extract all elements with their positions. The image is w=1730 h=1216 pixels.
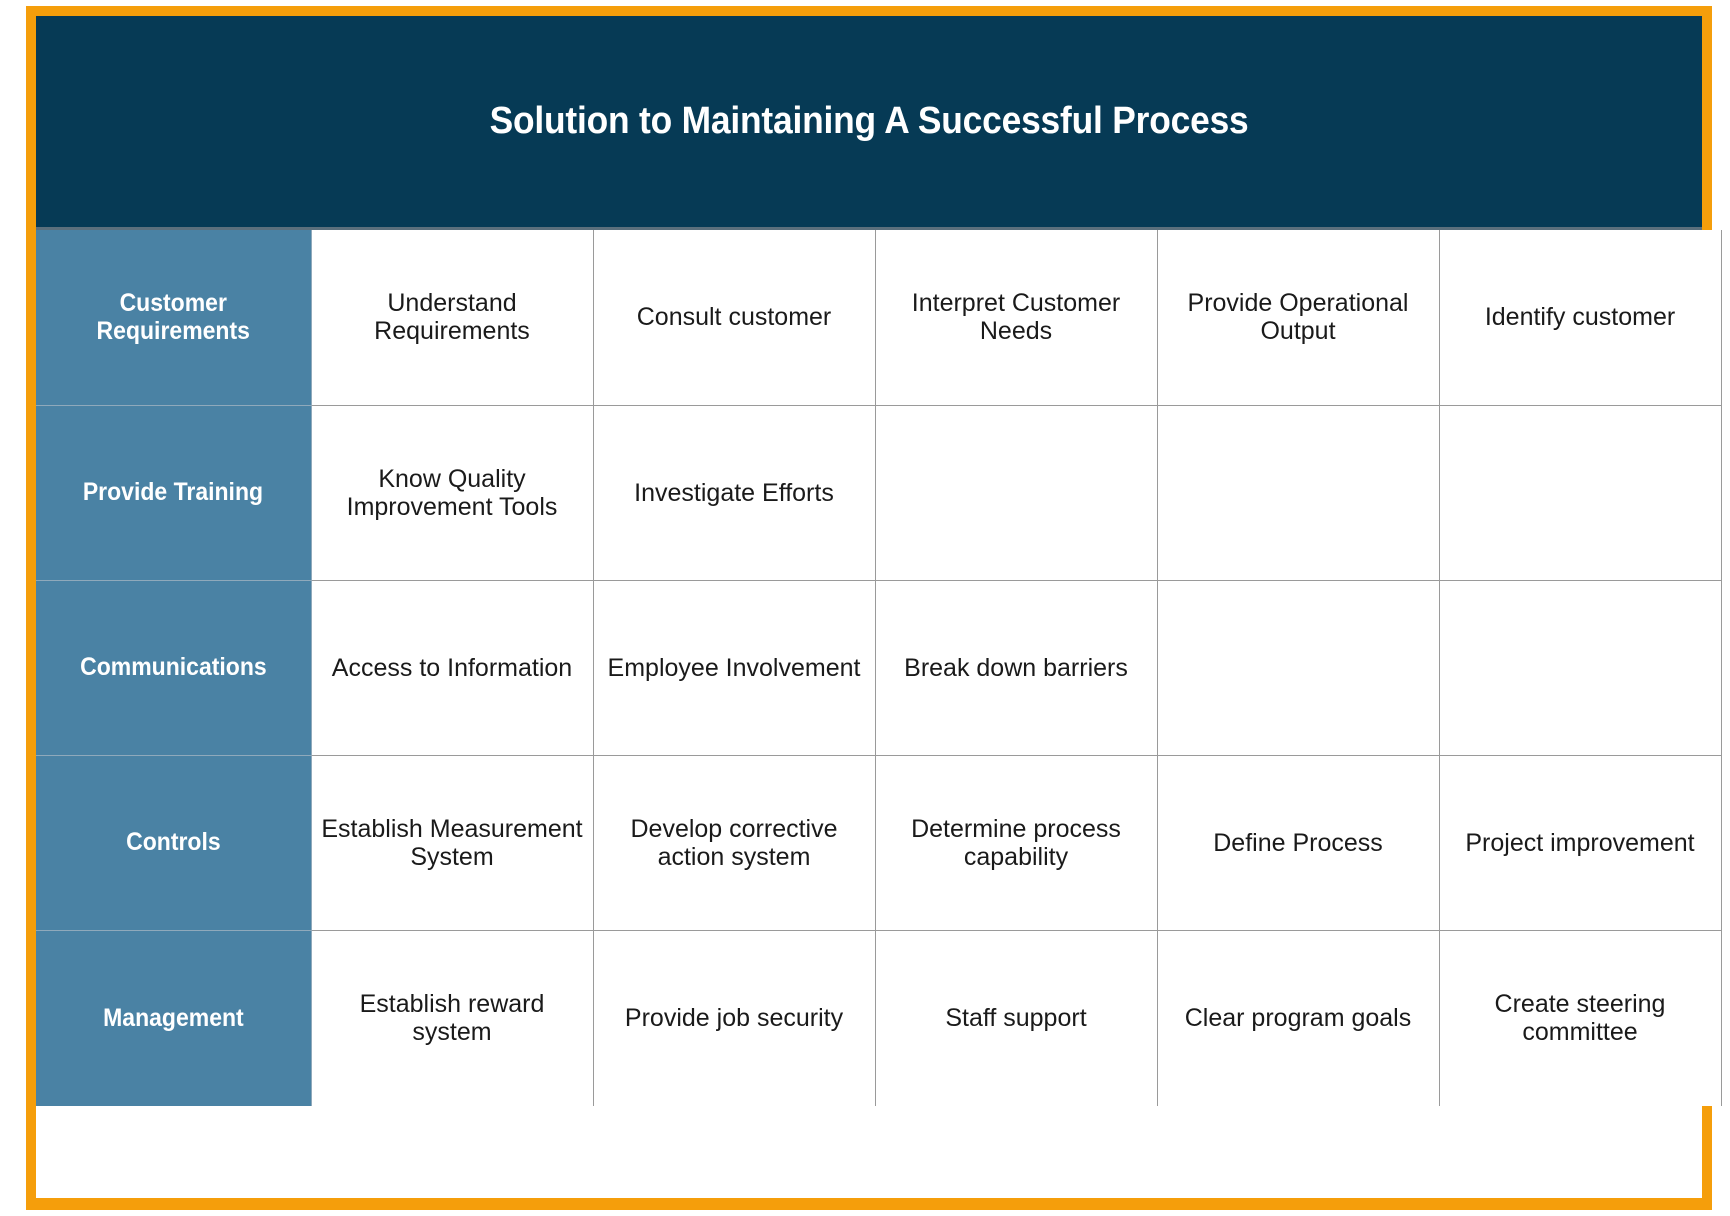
table-row: Provide Training Know Quality Improvemen… <box>36 404 1722 581</box>
row-header-management[interactable]: Management <box>36 929 312 1106</box>
matrix-cell[interactable]: Establish reward system <box>310 929 594 1106</box>
row-header-provide-training[interactable]: Provide Training <box>36 404 312 581</box>
matrix-cell[interactable]: Identify customer <box>1438 230 1722 406</box>
row-header-label: Communications <box>79 653 267 682</box>
matrix-cell[interactable]: Staff support <box>874 929 1158 1106</box>
row-header-label: Provide Training <box>83 478 264 507</box>
row-header-label: Customer Requirements <box>96 288 250 346</box>
matrix-cell-empty[interactable] <box>1438 579 1722 756</box>
matrix-cell[interactable]: Develop corrective action system <box>592 754 876 931</box>
matrix-cell-empty[interactable] <box>1156 404 1440 581</box>
page-title: Solution to Maintaining A Successful Pro… <box>489 100 1249 142</box>
slide-frame: Solution to Maintaining A Successful Pro… <box>26 6 1722 1210</box>
table-row: Controls Establish Measurement System De… <box>36 754 1722 931</box>
matrix-cell[interactable]: Provide job security <box>592 929 876 1106</box>
matrix-cell[interactable]: Define Process <box>1156 754 1440 931</box>
table-row: Customer Requirements Understand Require… <box>36 230 1722 406</box>
solution-matrix-table: Customer Requirements Understand Require… <box>36 230 1722 1106</box>
row-header-controls[interactable]: Controls <box>36 754 312 931</box>
table-row: Communications Access to Information Emp… <box>36 579 1722 756</box>
matrix-cell[interactable]: Employee Involvement <box>592 579 876 756</box>
matrix-cell[interactable]: Access to Information <box>310 579 594 756</box>
matrix-cell-empty[interactable] <box>874 404 1158 581</box>
row-header-label: Management <box>102 1003 244 1032</box>
matrix-cell[interactable]: Interpret Customer Needs <box>874 230 1158 406</box>
matrix-cell-empty[interactable] <box>1438 404 1722 581</box>
row-header-communications[interactable]: Communications <box>36 579 312 756</box>
matrix-cell[interactable]: Investigate Efforts <box>592 404 876 581</box>
matrix-cell[interactable]: Consult customer <box>592 230 876 406</box>
matrix-cell[interactable]: Project improvement <box>1438 754 1722 931</box>
matrix-cell[interactable]: Clear program goals <box>1156 929 1440 1106</box>
row-header-customer-requirements[interactable]: Customer Requirements <box>36 230 312 406</box>
matrix-cell[interactable]: Break down barriers <box>874 579 1158 756</box>
matrix-cell[interactable]: Provide Operational Output <box>1156 230 1440 406</box>
matrix-cell[interactable]: Understand Requirements <box>310 230 594 406</box>
matrix-cell[interactable]: Establish Measurement System <box>310 754 594 931</box>
matrix-cell[interactable]: Determine process capability <box>874 754 1158 931</box>
title-banner: Solution to Maintaining A Successful Pro… <box>36 16 1702 230</box>
matrix-cell-empty[interactable] <box>1156 579 1440 756</box>
matrix-cell[interactable]: Create steering committee <box>1438 929 1722 1106</box>
row-header-label: Controls <box>125 828 221 857</box>
matrix-cell[interactable]: Know Quality Improvement Tools <box>310 404 594 581</box>
table-row: Management Establish reward system Provi… <box>36 929 1722 1106</box>
